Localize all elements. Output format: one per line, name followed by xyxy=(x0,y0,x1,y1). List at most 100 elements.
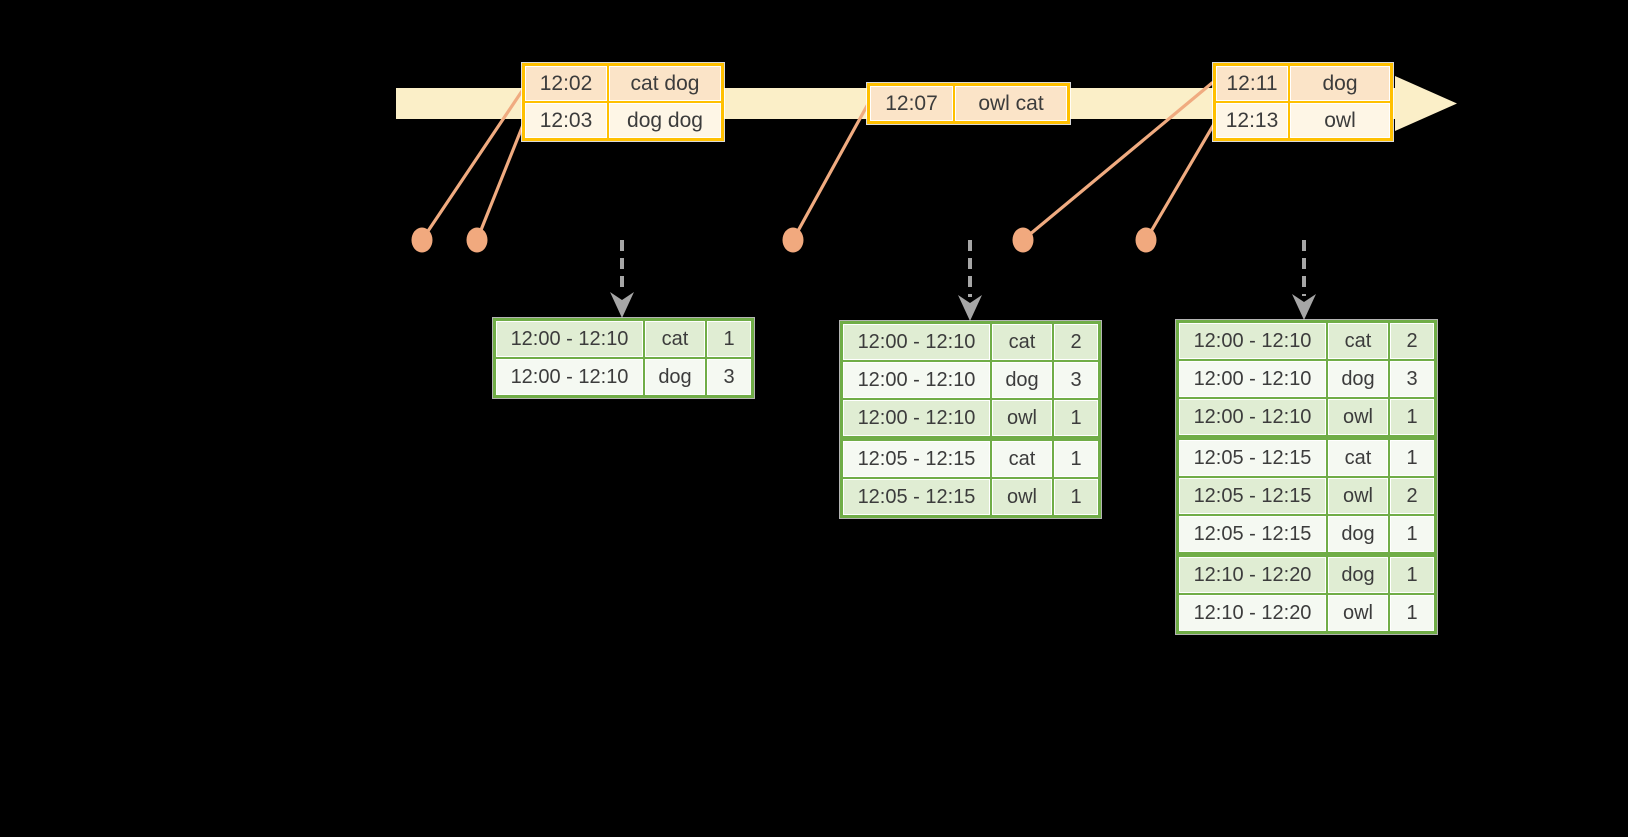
word-cell: cat xyxy=(1328,323,1388,359)
result-row: 12:00 - 12:10 cat 1 xyxy=(496,321,751,357)
word-cell: dog xyxy=(1328,516,1388,552)
result-row: 12:05 - 12:15 cat 1 xyxy=(1179,440,1434,476)
count-cell: 1 xyxy=(1390,595,1434,631)
result-row: 12:00 - 12:10 owl 1 xyxy=(843,400,1098,436)
event-row: 12:07 owl cat xyxy=(870,86,1067,121)
event-words-cell: dog xyxy=(1290,66,1390,101)
event-time-cell: 12:13 xyxy=(1216,103,1288,138)
event-row: 12:02 cat dog xyxy=(525,66,721,101)
result-row: 12:00 - 12:10 owl 1 xyxy=(1179,399,1434,435)
count-cell: 3 xyxy=(1054,362,1098,398)
window-cell: 12:00 - 12:10 xyxy=(1179,399,1326,435)
window-cell: 12:00 - 12:10 xyxy=(843,324,990,360)
event-time-cell: 12:02 xyxy=(525,66,607,101)
result-row: 12:05 - 12:15 dog 1 xyxy=(1179,516,1434,552)
word-cell: dog xyxy=(1328,361,1388,397)
word-cell: cat xyxy=(1328,440,1388,476)
event-connector-line xyxy=(475,123,525,242)
event-words-cell: dog dog xyxy=(609,103,721,138)
event-marker-dot xyxy=(782,227,804,253)
window-group: 12:05 - 12:15 cat 1 12:05 - 12:15 owl 2 … xyxy=(1179,440,1434,552)
window-group: 12:00 - 12:10 cat 1 12:00 - 12:10 dog 3 xyxy=(496,321,751,395)
count-cell: 1 xyxy=(1390,557,1434,593)
event-row: 12:03 dog dog xyxy=(525,103,721,138)
trigger-arrow-heads xyxy=(610,292,1316,321)
event-connector-line xyxy=(791,102,870,242)
event-connector-lines xyxy=(420,81,1216,242)
window-cell: 12:10 - 12:20 xyxy=(1179,595,1326,631)
count-cell: 1 xyxy=(1390,440,1434,476)
window-cell: 12:00 - 12:10 xyxy=(843,400,990,436)
window-group: 12:10 - 12:20 dog 1 12:10 - 12:20 owl 1 xyxy=(1179,557,1434,631)
result-row: 12:00 - 12:10 dog 3 xyxy=(496,359,751,395)
window-group: 12:00 - 12:10 cat 2 12:00 - 12:10 dog 3 … xyxy=(1179,323,1434,435)
word-cell: cat xyxy=(992,441,1052,477)
event-words-cell: owl xyxy=(1290,103,1390,138)
window-cell: 12:00 - 12:10 xyxy=(1179,323,1326,359)
window-cell: 12:00 - 12:10 xyxy=(496,321,643,357)
count-cell: 2 xyxy=(1390,478,1434,514)
result-row: 12:10 - 12:20 dog 1 xyxy=(1179,557,1434,593)
count-cell: 3 xyxy=(1390,361,1434,397)
event-words-cell: cat dog xyxy=(609,66,721,101)
event-time-cell: 12:07 xyxy=(870,86,953,121)
window-cell: 12:05 - 12:15 xyxy=(1179,516,1326,552)
result-row: 12:00 - 12:10 dog 3 xyxy=(843,362,1098,398)
event-time-cell: 12:03 xyxy=(525,103,607,138)
event-time-cell: 12:11 xyxy=(1216,66,1288,101)
window-cell: 12:10 - 12:20 xyxy=(1179,557,1326,593)
result-row: 12:00 - 12:10 cat 2 xyxy=(1179,323,1434,359)
result-table: 12:00 - 12:10 cat 2 12:00 - 12:10 dog 3 … xyxy=(840,321,1101,518)
window-cell: 12:05 - 12:15 xyxy=(1179,440,1326,476)
count-cell: 1 xyxy=(1390,516,1434,552)
count-cell: 3 xyxy=(707,359,751,395)
result-table: 12:00 - 12:10 cat 1 12:00 - 12:10 dog 3 xyxy=(493,318,754,398)
result-row: 12:10 - 12:20 owl 1 xyxy=(1179,595,1434,631)
count-cell: 2 xyxy=(1390,323,1434,359)
window-cell: 12:05 - 12:15 xyxy=(843,479,990,515)
result-row: 12:05 - 12:15 owl 1 xyxy=(843,479,1098,515)
trigger-arrow-tails xyxy=(620,240,1306,297)
result-table: 12:00 - 12:10 cat 2 12:00 - 12:10 dog 3 … xyxy=(1176,320,1437,634)
window-cell: 12:00 - 12:10 xyxy=(496,359,643,395)
result-row: 12:05 - 12:15 owl 2 xyxy=(1179,478,1434,514)
trigger-arrow-icon xyxy=(958,295,982,321)
count-cell: 2 xyxy=(1054,324,1098,360)
word-cell: owl xyxy=(1328,399,1388,435)
word-cell: owl xyxy=(1328,595,1388,631)
event-connector-line xyxy=(1021,81,1214,242)
word-cell: dog xyxy=(992,362,1052,398)
window-cell: 12:05 - 12:15 xyxy=(843,441,990,477)
event-marker-dot xyxy=(411,227,433,253)
count-cell: 1 xyxy=(1054,441,1098,477)
count-cell: 1 xyxy=(1054,400,1098,436)
event-words-cell: owl cat xyxy=(955,86,1067,121)
event-row: 12:11 dog xyxy=(1216,66,1390,101)
window-cell: 12:00 - 12:10 xyxy=(1179,361,1326,397)
result-row: 12:05 - 12:15 cat 1 xyxy=(843,441,1098,477)
word-cell: cat xyxy=(645,321,705,357)
event-table: 12:11 dog 12:13 owl xyxy=(1213,63,1393,141)
event-table: 12:02 cat dog 12:03 dog dog xyxy=(522,63,724,141)
window-group: 12:00 - 12:10 cat 2 12:00 - 12:10 dog 3 … xyxy=(843,324,1098,436)
word-cell: cat xyxy=(992,324,1052,360)
word-cell: dog xyxy=(1328,557,1388,593)
word-cell: owl xyxy=(992,400,1052,436)
event-marker-dot xyxy=(466,227,488,253)
event-marker-dot xyxy=(1135,227,1157,253)
count-cell: 1 xyxy=(1390,399,1434,435)
word-cell: owl xyxy=(1328,478,1388,514)
event-marker-dots xyxy=(411,227,1157,253)
event-connector-line xyxy=(420,86,526,242)
result-row: 12:00 - 12:10 cat 2 xyxy=(843,324,1098,360)
window-group: 12:05 - 12:15 cat 1 12:05 - 12:15 owl 1 xyxy=(843,441,1098,515)
trigger-arrow-icon xyxy=(610,292,634,318)
trigger-arrow-icon xyxy=(1292,294,1316,320)
timeline-arrowhead-icon xyxy=(1395,76,1457,131)
word-cell: dog xyxy=(645,359,705,395)
event-marker-dot xyxy=(1012,227,1034,253)
event-table: 12:07 owl cat xyxy=(867,83,1070,124)
word-cell: owl xyxy=(992,479,1052,515)
event-connector-line xyxy=(1144,122,1216,242)
